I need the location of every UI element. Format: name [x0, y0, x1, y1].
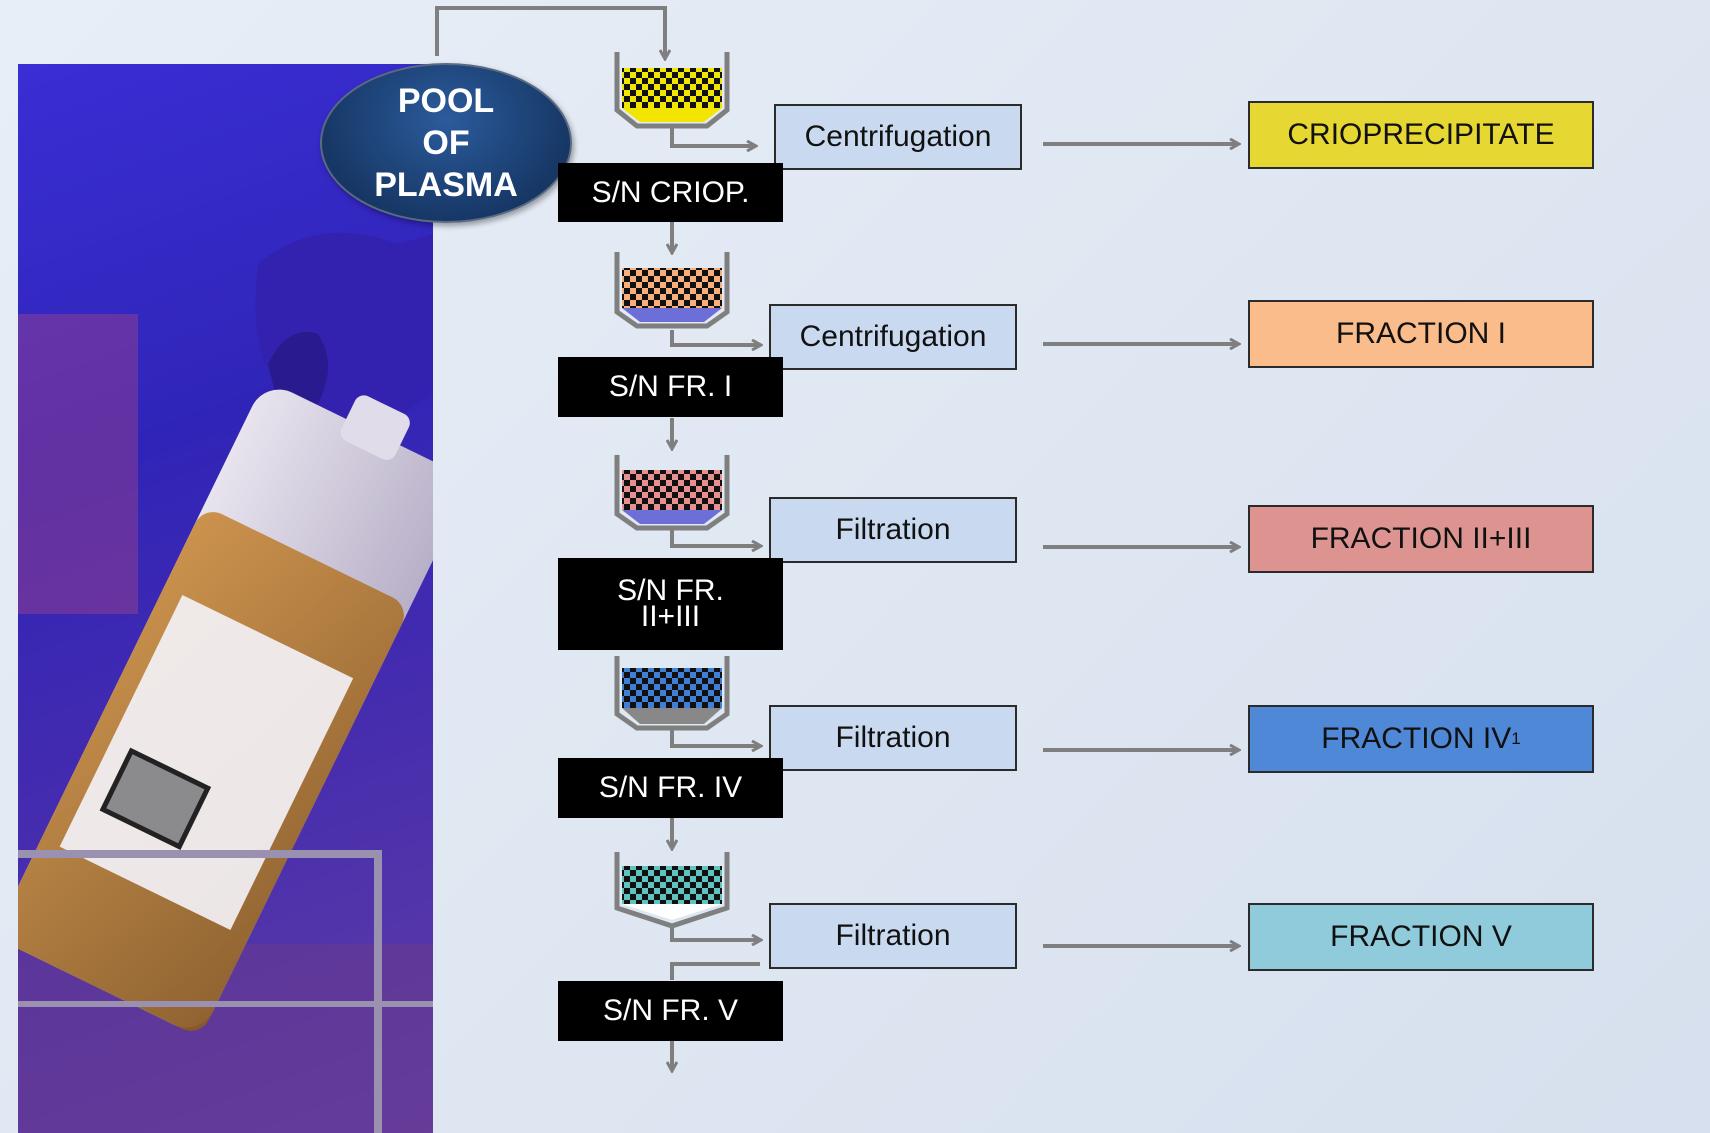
- result-box-5: FRACTION V: [1248, 903, 1594, 971]
- supernatant-label-3: S/N FR. II+III: [558, 558, 783, 650]
- supernatant-label-4: S/N FR. IV: [558, 758, 783, 818]
- pool-label-line1: POOL: [397, 82, 495, 120]
- vessel-1: [614, 52, 730, 129]
- supernatant-label-2: S/N FR. I: [558, 357, 783, 417]
- process-box-3: Filtration: [769, 497, 1017, 563]
- supernatant-label-1: S/N CRIOP.: [558, 163, 783, 222]
- pool-label-line2: OF: [422, 124, 470, 162]
- plasma-bottle-photo: [18, 64, 433, 1133]
- process-box-1: Centrifugation: [774, 104, 1022, 170]
- process-box-4: Filtration: [769, 705, 1017, 771]
- supernatant-label-5: S/N FR. V: [558, 981, 783, 1041]
- result-box-4-label: FRACTION IV: [1321, 722, 1512, 755]
- result-box-2: FRACTION I: [1248, 300, 1594, 368]
- result-box-1: CRIOPRECIPITATE: [1248, 101, 1594, 169]
- process-box-2: Centrifugation: [769, 304, 1017, 370]
- vessel-2: [614, 252, 730, 329]
- supernatant-label-3-line2: II+III: [640, 600, 701, 633]
- supernatant-label-3-line1: S/N FR.: [617, 574, 724, 607]
- result-box-3: FRACTION II+III: [1248, 505, 1594, 573]
- vessel-5: [614, 852, 730, 929]
- result-box-4-subscript: 1: [1511, 729, 1521, 748]
- pool-of-plasma-node: POOL OF PLASMA: [320, 63, 572, 223]
- pool-label-line3: PLASMA: [374, 166, 518, 204]
- vessel-4: [614, 656, 730, 731]
- process-box-5: Filtration: [769, 903, 1017, 969]
- vessel-3: [614, 455, 730, 531]
